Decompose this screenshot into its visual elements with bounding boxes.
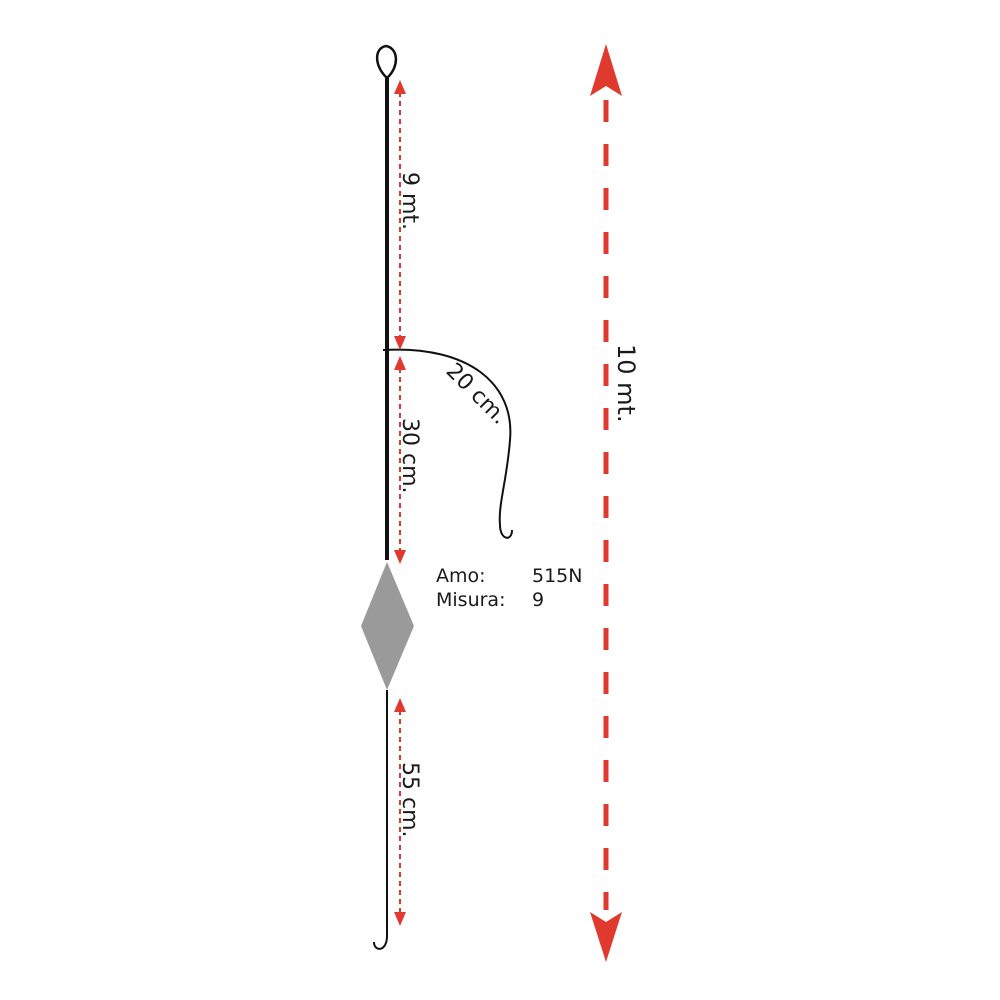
size-value: 9 xyxy=(532,589,545,611)
label-main-line: 9 mt. xyxy=(397,172,422,230)
size-label: Misura: xyxy=(436,589,506,611)
dim-arrow-lower xyxy=(394,356,406,564)
hook-label: Amo: xyxy=(436,565,486,587)
dim-arrow-tail xyxy=(394,698,406,926)
hook-info: Amo: 515N Misura: 9 xyxy=(436,564,582,612)
dim-arrow-total xyxy=(590,44,622,962)
label-lower-line: 30 cm. xyxy=(397,418,422,494)
top-loop xyxy=(375,44,398,80)
dropper-hook-icon xyxy=(499,524,513,539)
sinker xyxy=(361,562,414,690)
label-total: 10 mt. xyxy=(612,344,640,423)
dim-arrow-main xyxy=(394,80,406,350)
bottom-hook-icon xyxy=(373,935,388,950)
label-tail: 55 cm. xyxy=(397,762,422,838)
hook-value: 515N xyxy=(532,565,583,587)
dropper-line xyxy=(382,348,512,526)
